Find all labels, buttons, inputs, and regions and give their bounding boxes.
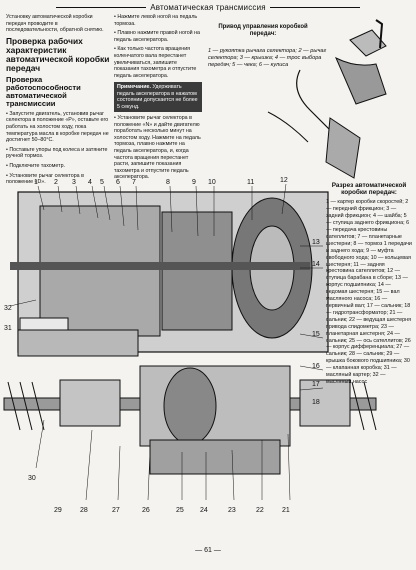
- callout-16: 16: [312, 363, 320, 370]
- callout-labels: 1 2 3 4 5 6 7 8 9 10 11 12 13 14 15 16 1…: [4, 177, 320, 514]
- callout-25: 25: [176, 507, 184, 514]
- callout-32: 32: [4, 305, 12, 312]
- note-box: Примечание. Удерживать педаль акселерато…: [114, 82, 202, 112]
- callout-14: 14: [312, 261, 320, 268]
- intro-paragraph: Установку автоматической коробки передач…: [6, 14, 104, 34]
- callout-4: 4: [88, 179, 92, 186]
- callout-5: 5: [100, 179, 104, 186]
- callout-11: 11: [247, 179, 254, 186]
- drive-legend-text: 1 — рукоятка рычага селектора; 2 — рычаг…: [208, 48, 327, 69]
- list-item: Поставьте упоры под колеса и затяните ру…: [6, 147, 110, 160]
- callout-31: 31: [4, 325, 12, 332]
- callout-26: 26: [142, 507, 150, 514]
- header-rule-left: [56, 7, 147, 9]
- drive-figure-legend: 1 — рукоятка рычага селектора; 2 — рычаг…: [208, 48, 328, 70]
- column-middle: Нажмите левой ногой на педаль тормоза. П…: [114, 14, 202, 184]
- callout-8: 8: [166, 179, 170, 186]
- callout-9: 9: [192, 179, 196, 186]
- list-item: Нажмите левой ногой на педаль тормоза.: [114, 14, 202, 27]
- drive-figure-title: Привод управления коробкой передач:: [218, 24, 308, 37]
- callout-29: 29: [54, 507, 62, 514]
- callout-24: 24: [200, 507, 208, 514]
- header-rule-right: [269, 7, 360, 9]
- callout-13: 13: [312, 239, 320, 246]
- callout-7: 7: [132, 179, 136, 186]
- transmission-cutaway-illustration: [3, 191, 377, 475]
- note-text: Удерживать педаль акселератора в нажатом…: [117, 84, 198, 110]
- list-item: Установите рычаг селектора в положение «…: [6, 173, 110, 186]
- section-heading: Проверка рабочих характеристик автоматич…: [6, 35, 110, 73]
- list-item: Как только частота вращения коленчатого …: [114, 46, 202, 79]
- callout-28: 28: [80, 507, 88, 514]
- list-item: Плавно нажмите правой ногой на педаль ак…: [114, 30, 202, 43]
- callout-18: 18: [312, 399, 320, 406]
- cutaway-legend-text: 1 — картер коробки скоростей; 2 — передн…: [326, 199, 412, 385]
- list-item: Подключите тахометр.: [6, 163, 110, 170]
- page-number: — 61 —: [195, 547, 221, 554]
- callout-2: 2: [54, 179, 58, 186]
- callout-1: 1: [34, 179, 38, 186]
- callout-30: 30: [28, 475, 36, 482]
- callout-10: 10: [208, 179, 216, 186]
- callout-12: 12: [280, 177, 288, 184]
- callout-17: 17: [312, 381, 320, 388]
- cutaway-legend-title: Разрез автоматической коробки передач:: [331, 182, 407, 197]
- list-item: Установите рычаг селектора в положение «…: [114, 115, 202, 181]
- callout-15: 15: [312, 331, 320, 338]
- column-left: Установку автоматической коробки передач…: [6, 14, 110, 189]
- callout-23: 23: [228, 507, 236, 514]
- note-label: Примечание.: [117, 84, 151, 91]
- callout-27: 27: [112, 507, 120, 514]
- callout-6: 6: [116, 179, 120, 186]
- running-title: Автоматическая трансмиссия: [150, 3, 266, 12]
- subsection-heading: Проверка работоспособности автоматическо…: [6, 74, 81, 108]
- gear-selector-illustration: [267, 19, 387, 179]
- callout-3: 3: [72, 179, 76, 186]
- callout-21: 21: [282, 507, 290, 514]
- page-header: Автоматическая трансмиссия: [0, 3, 416, 12]
- list-item: Запустите двигатель, установив рычаг сел…: [6, 111, 110, 144]
- cutaway-legend: Разрез автоматической коробки передач: 1…: [326, 182, 412, 386]
- callout-leaders: [9, 183, 324, 501]
- callout-22: 22: [256, 507, 264, 514]
